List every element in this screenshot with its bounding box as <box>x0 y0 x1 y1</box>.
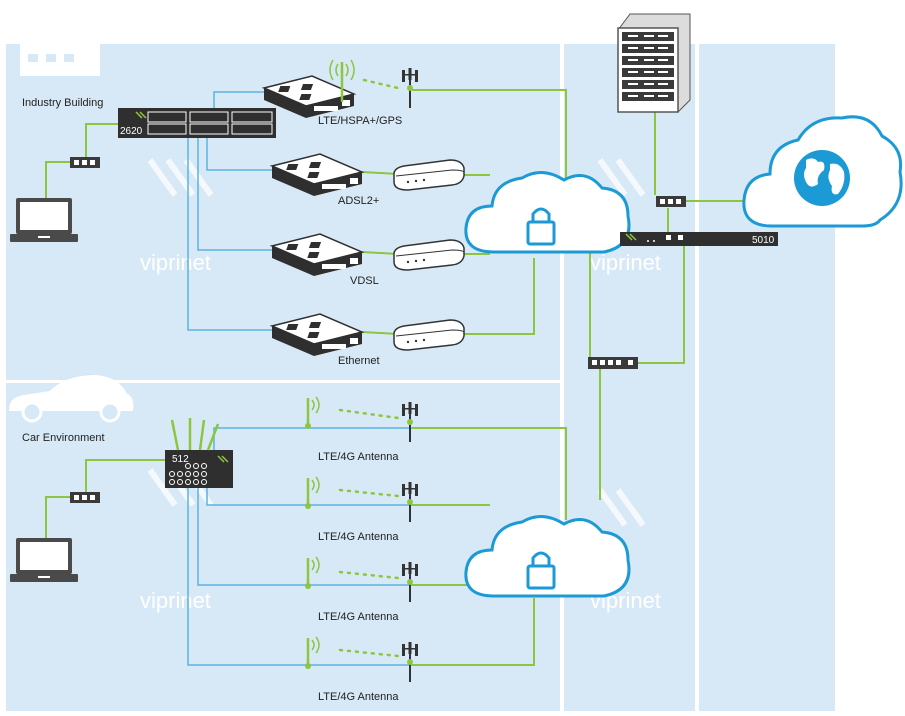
hub-router-5010-label: 5010 <box>752 235 775 246</box>
lte-antenna-2-label: LTE/4G Antenna <box>318 531 399 543</box>
globe-icon <box>794 150 850 206</box>
industry-laptop <box>10 198 78 242</box>
lte-antenna-4-label: LTE/4G Antenna <box>318 691 399 703</box>
industry-building-label: Industry Building <box>22 97 103 109</box>
lte-antenna-3-label: LTE/4G Antenna <box>318 611 399 623</box>
wireless-dotted-links <box>338 78 400 658</box>
server-rack-icon <box>617 13 691 113</box>
datacenter-switch-bottom <box>588 357 638 369</box>
lte-module-antenna-icon <box>329 59 355 102</box>
module-ethernet-label: Ethernet <box>338 355 380 367</box>
module-lte-hspa-label: LTE/HSPA+/GPS <box>318 115 402 127</box>
datacenter-switch-top <box>656 196 686 207</box>
watermark-text-3: viprinet <box>590 250 661 275</box>
watermark-text-2: viprinet <box>140 588 211 613</box>
zone-backgrounds <box>6 44 835 711</box>
module-adsl-label: ADSL2+ <box>338 195 379 207</box>
car-laptop <box>10 538 78 582</box>
blue-connection-lines <box>187 91 412 666</box>
hub-router-5010 <box>620 232 778 246</box>
router-512 <box>165 418 233 488</box>
router-2620-label: 2620 <box>120 126 143 137</box>
car-switch <box>70 492 100 503</box>
watermark-text-1: viprinet <box>140 250 211 275</box>
router-2620 <box>118 108 276 138</box>
car-environment-label: Car Environment <box>22 432 105 444</box>
lte-antenna-1-label: LTE/4G Antenna <box>318 451 399 463</box>
factory-icon <box>20 12 100 76</box>
module-vdsl-label: VDSL <box>350 275 379 287</box>
car-icon <box>8 374 134 423</box>
industry-switch <box>70 157 100 168</box>
router-512-label: 512 <box>172 454 189 465</box>
